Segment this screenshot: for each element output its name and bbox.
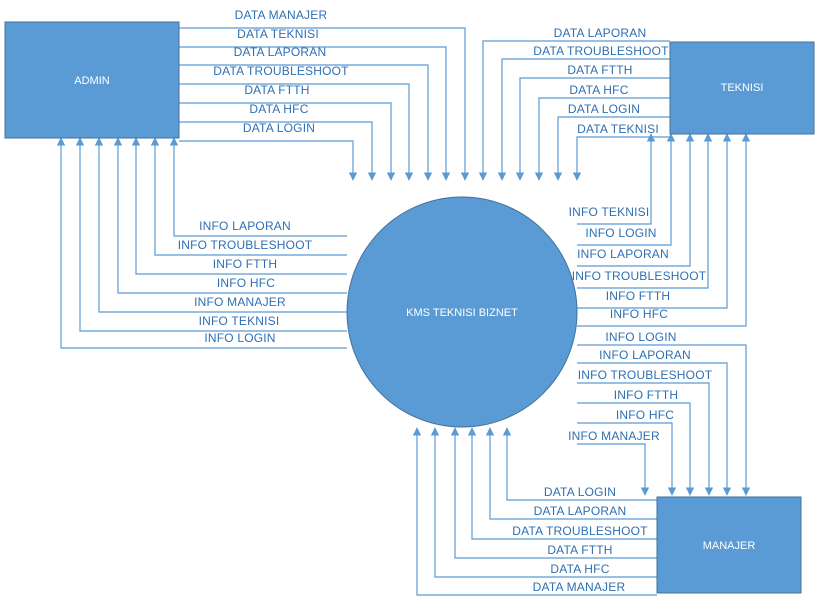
admin-info-label: INFO FTTH (213, 257, 277, 271)
manajer-data-label: DATA LOGIN (544, 485, 616, 499)
teknisi-data-flow (572, 136, 670, 181)
manajer-info-flow (577, 382, 714, 496)
teknisi-info-label: INFO TROUBLESHOOT (572, 269, 707, 283)
admin-info-label: INFO LAPORAN (199, 219, 291, 233)
manajer-info-flow (577, 443, 650, 496)
manajer-info-flow (577, 422, 677, 496)
admin-info-label: INFO LOGIN (204, 331, 275, 345)
admin-info-flow (131, 137, 347, 275)
admin-info-flow (75, 137, 347, 332)
admin-data-flow (179, 46, 451, 181)
admin-info-flow (169, 137, 347, 237)
manajer-info-label: INFO TROUBLESHOOT (578, 368, 713, 382)
manajer-data-label: DATA FTTH (547, 543, 612, 557)
manajer-data-flow (412, 427, 657, 596)
teknisi-data-label: DATA TROUBLESHOOT (533, 44, 669, 58)
teknisi-info-flow (577, 133, 656, 225)
process-label: KMS TEKNISI BIZNET (406, 307, 518, 319)
admin-data-label: DATA FTTH (244, 83, 309, 97)
manajer-data-flow (502, 427, 657, 501)
manajer-data-flow (430, 427, 657, 578)
admin-info-label: INFO HFC (217, 276, 275, 290)
manajer-data-flow (485, 427, 657, 520)
teknisi-data-label: DATA HFC (569, 83, 628, 97)
admin-data-label: DATA TROUBLESHOOT (213, 64, 349, 78)
admin-info-flow (150, 137, 347, 256)
teknisi-data-label: DATA LAPORAN (554, 26, 647, 40)
flow-lines (56, 27, 751, 596)
manajer-entity (656, 496, 802, 594)
admin-data-flow (179, 140, 358, 181)
manajer-data-flow (467, 427, 657, 540)
admin-label: ADMIN (74, 75, 110, 87)
manajer-data-flow (450, 427, 657, 559)
teknisi-data-flow (553, 116, 670, 181)
admin-info-flow (94, 137, 347, 313)
teknisi-data-flow (497, 58, 670, 181)
manajer-data-label: DATA LAPORAN (534, 504, 627, 518)
teknisi-info-flow (577, 133, 732, 309)
admin-info-label: INFO TROUBLESHOOT (178, 238, 313, 252)
admin-data-label: DATA TEKNISI (237, 27, 319, 41)
admin-data-label: DATA LOGIN (243, 121, 315, 135)
admin-entity (4, 21, 180, 139)
admin-info-label: INFO MANAJER (194, 295, 286, 309)
admin-data-flow (179, 121, 377, 181)
teknisi-data-flow (478, 40, 670, 181)
manajer-info-flow (577, 402, 695, 496)
teknisi-data-flow (534, 97, 670, 181)
manajer-info-flow (577, 344, 751, 496)
teknisi-data-label: DATA LOGIN (568, 102, 640, 116)
teknisi-data-label: DATA TEKNISI (577, 122, 659, 136)
admin-info-flow (56, 137, 347, 349)
teknisi-info-flow (577, 133, 751, 327)
admin-data-label: DATA LAPORAN (234, 45, 327, 59)
manajer-data-label: DATA MANAJER (533, 580, 626, 594)
teknisi-data-flow (515, 77, 670, 181)
admin-info-label: INFO TEKNISI (199, 314, 280, 328)
admin-data-flow (179, 64, 433, 181)
teknisi-info-label: INFO LAPORAN (577, 247, 669, 261)
manajer-info-flow (577, 362, 732, 496)
manajer-info-label: INFO LOGIN (605, 330, 676, 344)
manajer-info-label: INFO HFC (616, 408, 674, 422)
flow-labels: DATA MANAJER DATA TEKNISI DATA LAPORAN DATA… (178, 8, 713, 594)
manajer-label: MANAJER (703, 540, 756, 552)
admin-data-flow (179, 27, 470, 181)
teknisi-info-label: INFO FTTH (606, 289, 670, 303)
teknisi-info-flow (577, 133, 695, 267)
manajer-info-label: INFO LAPORAN (599, 348, 691, 362)
teknisi-info-label: INFO LOGIN (585, 226, 656, 240)
process-circle (346, 196, 578, 428)
teknisi-entity (669, 41, 815, 135)
manajer-data-label: DATA HFC (550, 562, 609, 576)
teknisi-info-flow (577, 133, 713, 289)
manajer-info-label: INFO FTTH (614, 388, 678, 402)
manajer-data-label: DATA TROUBLESHOOT (512, 524, 648, 538)
admin-data-flow (179, 83, 414, 181)
teknisi-info-flow (577, 133, 676, 246)
teknisi-info-label: INFO TEKNISI (569, 205, 650, 219)
admin-info-flow (113, 137, 347, 294)
teknisi-info-label: INFO HFC (610, 307, 668, 321)
admin-data-label: DATA HFC (249, 102, 308, 116)
admin-data-label: DATA MANAJER (235, 8, 328, 22)
teknisi-label: TEKNISI (721, 82, 764, 94)
manajer-info-label: INFO MANAJER (568, 429, 660, 443)
admin-data-flow (179, 102, 396, 181)
teknisi-data-label: DATA FTTH (567, 63, 632, 77)
